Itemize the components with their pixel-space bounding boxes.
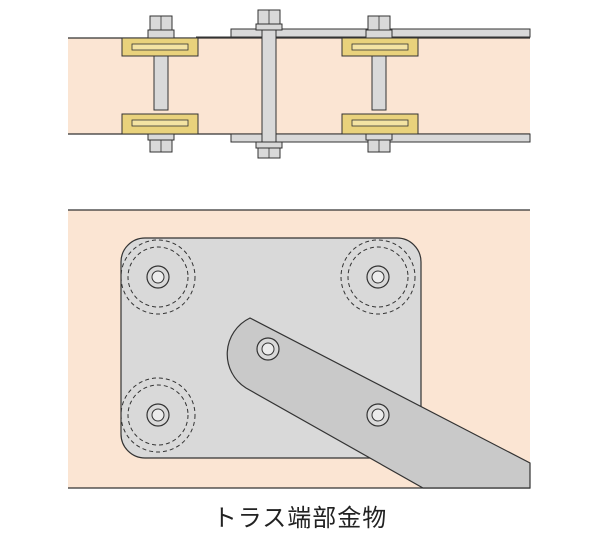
bolt-nut-icon <box>146 265 390 427</box>
bottom-elevation-view <box>68 209 531 489</box>
bolt-assembly-middle <box>255 9 283 159</box>
bolt-assembly-right <box>341 15 419 153</box>
bolt-assembly-left <box>121 15 199 153</box>
split-ring-icon <box>120 239 416 453</box>
figure-caption: トラス端部金物 <box>212 504 388 532</box>
top-section-view <box>68 9 531 159</box>
diagonal-member-icon <box>226 317 531 489</box>
